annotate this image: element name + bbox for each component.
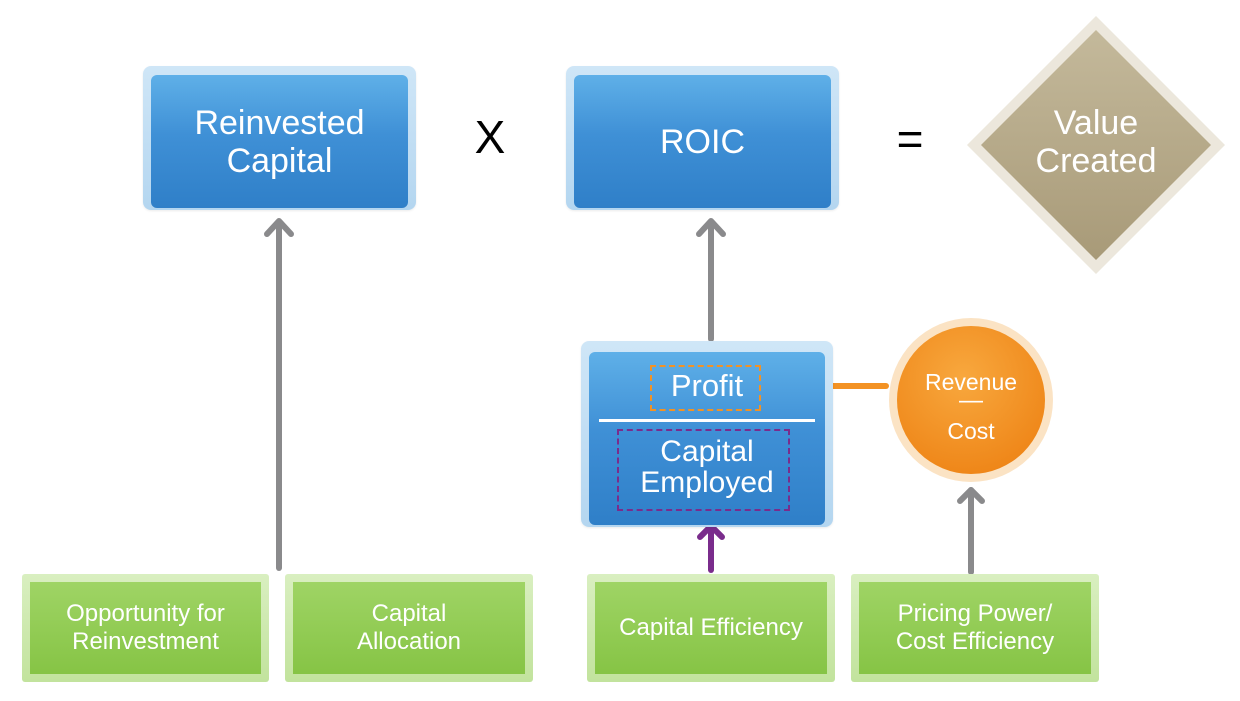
capital-employed-label: Capital Employed: [640, 435, 774, 499]
driver-label: Pricing Power/ Cost Efficiency: [859, 582, 1091, 674]
capital-employed-highlight: [617, 429, 790, 511]
value-created-label: Value Created: [1035, 104, 1157, 180]
revenue-label: Revenue: [924, 369, 1018, 395]
minus-sign: —: [959, 387, 983, 414]
reinvested-capital-label: Reinvested Capital: [151, 75, 408, 208]
driver-capital-efficiency: Capital Efficiency: [587, 574, 835, 682]
arrow-capital-efficiency-to-capital-employed: [697, 523, 725, 573]
driver-label: Capital Efficiency: [595, 582, 827, 674]
equals-sign: =: [896, 113, 924, 165]
profit-highlight: [650, 365, 761, 411]
arrow-pricing-to-revenue: [957, 487, 985, 575]
driver-opportunity-for-reinvestment: Opportunity for Reinvestment: [22, 574, 269, 682]
value-created-diamond: [967, 16, 1225, 274]
multiply-sign: X: [474, 111, 506, 163]
driver-label: Opportunity for Reinvestment: [30, 582, 261, 674]
cost-label: Cost: [947, 418, 995, 444]
driver-pricing-power-cost-efficiency: Pricing Power/ Cost Efficiency: [851, 574, 1099, 682]
arrow-formula-to-roic: [696, 218, 726, 342]
roic-formula-inner: Profit Capital Employed: [589, 352, 825, 525]
arrow-reinvestment-to-reinvested-capital: [264, 218, 294, 571]
roic-label: ROIC: [574, 75, 831, 208]
revenue-cost-circle: [889, 318, 1053, 482]
driver-label: Capital Allocation: [293, 582, 525, 674]
roic-formula-box: Profit Capital Employed: [581, 341, 833, 527]
fraction-line: [599, 419, 815, 422]
roic-box: ROIC: [566, 66, 839, 210]
reinvested-capital-box: Reinvested Capital: [143, 66, 416, 210]
driver-capital-allocation: Capital Allocation: [285, 574, 533, 682]
profit-label: Profit: [670, 368, 744, 403]
